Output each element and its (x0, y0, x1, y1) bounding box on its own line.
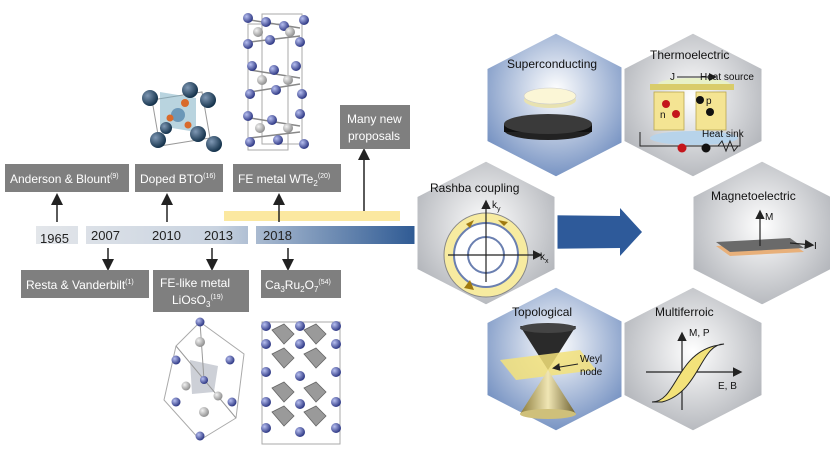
svg-text:proposals: proposals (348, 129, 400, 143)
magneto-m-label: M (765, 212, 773, 223)
hex-superconducting: Superconducting (484, 30, 628, 180)
svg-text:Resta & Vanderbilt(1): Resta & Vanderbilt(1) (26, 278, 134, 292)
box-many-new-proposals: Many new proposals (340, 105, 410, 149)
svg-text:FE metal WTe2(20): FE metal WTe2(20) (238, 172, 330, 188)
multiferroic-x-label: E, B (718, 381, 737, 392)
hex-rashba: Rashba coupling ky kx (414, 158, 558, 308)
svg-text:Doped BTO(16): Doped BTO(16) (140, 172, 216, 186)
box-ca3ru2o7: Ca3Ru2O7(54) (261, 270, 341, 298)
hex-multiferroic: Multiferroic M, P E, B (621, 284, 765, 434)
multiferroic-y-label: M, P (689, 328, 710, 339)
ca3ru2o7-crystal-structure (261, 321, 341, 445)
year-1965: 1965 (40, 231, 69, 246)
svg-text:LiOsO3(19): LiOsO3(19) (172, 293, 223, 309)
hex-superconducting-title: Superconducting (507, 57, 597, 71)
rashba-kx-label: kx (540, 252, 549, 265)
box-anderson-blount: Anderson & Blount(9) (5, 164, 129, 192)
bto-crystal-structure (142, 82, 222, 152)
highlight-band (224, 211, 400, 221)
thermo-j-label: J (670, 72, 675, 83)
svg-text:Many new: Many new (347, 112, 402, 126)
thermo-heat-sink: Heat sink (702, 129, 745, 140)
thermo-n-label: n (660, 110, 666, 121)
year-2007: 2007 (91, 228, 120, 243)
hex-rashba-title: Rashba coupling (430, 181, 519, 195)
hex-magnetoelectric: Magnetoelectric M I (690, 158, 830, 308)
timeline-break-1 (78, 222, 86, 248)
timeline-break-2 (248, 222, 256, 248)
topo-weyl-label-2: node (580, 367, 603, 378)
hex-topological-title: Topological (512, 305, 572, 319)
wte2-crystal-structure (243, 13, 309, 151)
svg-text:FE-like metal: FE-like metal (160, 276, 230, 290)
box-resta-vanderbilt: Resta & Vanderbilt(1) (21, 270, 149, 298)
magneto-i-label: I (814, 241, 817, 252)
svg-text:Anderson & Blount(9): Anderson & Blount(9) (10, 172, 119, 186)
hex-thermoelectric: Thermoelectric J Heat source n p Heat si… (621, 30, 765, 180)
hex-magnetoelectric-title: Magnetoelectric (711, 189, 796, 203)
hex-topological: Topological Weyl node (484, 284, 628, 434)
thermo-heat-source: Heat source (700, 72, 754, 83)
year-2010: 2010 (152, 228, 181, 243)
box-doped-bto: Doped BTO(16) (135, 164, 223, 192)
timeline-bar (36, 226, 436, 244)
liosO3-crystal-structure (163, 317, 245, 441)
year-2018: 2018 (263, 228, 292, 243)
year-2013: 2013 (204, 228, 233, 243)
box-liosO3: FE-like metal LiOsO3(19) (153, 270, 249, 312)
hex-thermoelectric-title: Thermoelectric (650, 48, 729, 62)
svg-text:Ca3Ru2O7(54): Ca3Ru2O7(54) (265, 278, 331, 294)
topo-weyl-label-1: Weyl (580, 354, 602, 365)
box-fe-metal-wte2: FE metal WTe2(20) (233, 164, 341, 192)
hex-multiferroic-title: Multiferroic (655, 305, 714, 319)
rashba-ky-label: ky (492, 200, 501, 213)
thermo-p-label: p (706, 96, 712, 107)
